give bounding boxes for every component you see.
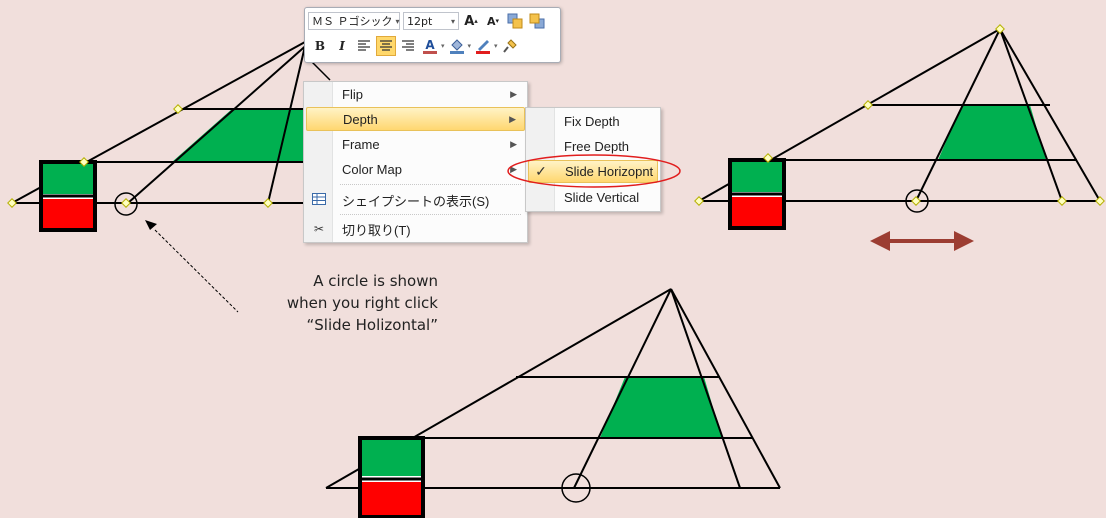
font-name-value: ＭＳ Ｐゴシック [312,15,393,28]
bring-forward-icon[interactable] [505,11,525,31]
left-slide-circle [114,192,138,216]
submenu-arrow-icon: ▶ [510,163,517,174]
chevron-down-icon[interactable]: ▾ [494,42,498,50]
menu-item-label: Depth [343,111,378,127]
submenu-item-free-depth[interactable]: Free Depth [528,135,658,158]
submenu-arrow-icon: ▶ [510,138,517,149]
menu-item-color-map[interactable]: Color Map ▶ [306,157,525,181]
chevron-down-icon: ▾ [395,16,400,26]
bottom-slide-circle [561,473,591,503]
menu-item-label: Frame [342,136,380,152]
right-perspective-diagram [694,24,1105,251]
left-green-trapezoid [172,109,310,162]
font-color-icon[interactable]: A [420,36,440,56]
menu-separator [340,184,521,185]
bottom-perspective-diagram [325,288,781,518]
font-name-combo[interactable]: ＭＳ Ｐゴシック ▾ [308,12,400,30]
fill-color-icon[interactable] [447,36,467,56]
bold-icon[interactable]: B [314,39,326,53]
submenu-item-label: Slide Horizopnt [565,164,654,179]
bottom-green-trapezoid [600,377,722,438]
submenu-item-label: Fix Depth [564,114,620,129]
send-backward-icon[interactable] [527,11,547,31]
checkmark-icon: ✓ [535,163,547,179]
submenu-arrow-icon: ▶ [509,113,516,124]
submenu-item-slide-vertical[interactable]: Slide Vertical [528,186,658,209]
chevron-down-icon[interactable]: ▾ [441,42,445,50]
menu-item-flip[interactable]: Flip ▶ [306,82,525,106]
scissors-icon: ✂ [313,222,325,236]
menu-item-depth[interactable]: Depth ▶ [306,107,525,131]
italic-icon[interactable]: I [339,39,345,53]
menu-item-frame[interactable]: Frame ▶ [306,132,525,156]
font-size-combo[interactable]: 12pt ▾ [403,12,459,30]
menu-item-label: 切り取り(T) [342,222,411,238]
menu-separator [340,214,521,215]
shrink-font-icon[interactable]: A▾ [486,14,500,28]
menu-item-show-shapesheet[interactable]: シェイプシートの表示(S) [306,188,525,212]
annotation-text: A circle is shown when you right click “… [228,270,438,336]
align-right-icon[interactable] [398,36,418,56]
right-slide-circle [905,189,929,213]
annotation-line-2: when you right click [286,294,438,312]
menu-item-cut[interactable]: ✂ 切り取り(T) [306,217,525,241]
align-left-icon[interactable] [354,36,374,56]
submenu-item-label: Free Depth [564,139,630,154]
submenu-item-label: Slide Vertical [564,190,640,205]
depth-submenu: Fix Depth Free Depth ✓ Slide Horizopnt S… [525,107,661,212]
horizontal-slide-arrow [870,231,974,251]
chevron-down-icon[interactable]: ▾ [467,42,472,50]
menu-item-label: Flip [342,86,363,102]
shapesheet-icon [306,192,332,208]
format-painter-icon[interactable] [500,36,520,56]
chevron-down-icon: ▾ [450,16,455,26]
menu-item-label: Color Map [342,161,402,177]
font-size-value: 12pt [407,14,433,28]
annotation-line-3: “Slide Holizontal” [306,316,438,334]
line-color-icon[interactable] [473,36,493,56]
submenu-arrow-icon: ▶ [510,88,517,99]
mini-toolbar: ＭＳ Ｐゴシック ▾ 12pt ▾ A▴ A▾ B I A ▾ [304,7,561,63]
annotation-line-1: A circle is shown [313,272,438,290]
left-perspective-diagram [7,41,331,313]
menu-item-label: シェイプシートの表示(S) [342,193,490,209]
grow-font-icon[interactable]: A▴ [464,13,478,29]
context-menu: Flip ▶ Depth ▶ Frame ▶ Color Map ▶ シェイプシ… [303,81,528,243]
align-center-icon[interactable] [376,36,396,56]
highlight-ellipse [507,154,681,188]
right-green-trapezoid [938,105,1046,160]
submenu-item-fix-depth[interactable]: Fix Depth [528,110,658,133]
submenu-item-slide-horizontal[interactable]: ✓ Slide Horizopnt [528,160,658,183]
